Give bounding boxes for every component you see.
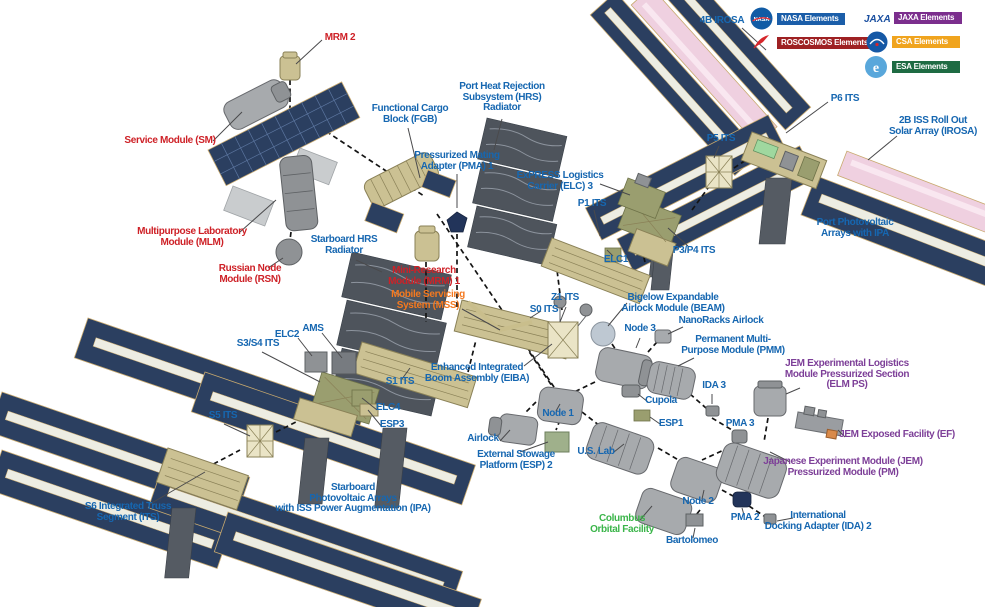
node1-module (536, 386, 584, 426)
esp3-hardware (359, 403, 379, 417)
node3-module (595, 347, 653, 390)
csa-logo-icon (866, 31, 888, 53)
legend-item-roscosmos: ROSCOSMOS Elements (750, 31, 873, 54)
legend-item-jaxa: JAXA JAXA Elements (862, 11, 962, 25)
ida3-module (705, 405, 720, 417)
svg-text:e: e (873, 61, 879, 76)
port-2b-solar-arrays (800, 150, 985, 308)
service-module (223, 79, 292, 130)
z1-truss (547, 295, 593, 359)
fgb-arrays (364, 169, 457, 234)
agency-legend: NASA NASA Elements ROSCOSMOS Elements JA… (0, 0, 985, 90)
legend-box-csa: CSA Elements (892, 36, 960, 48)
esp2-hardware (544, 431, 570, 453)
nasa-logo-icon: NASA (750, 7, 773, 30)
jaxa-logo-icon: JAXA (862, 11, 890, 25)
p5-truss (705, 155, 733, 189)
beam-module (590, 321, 616, 347)
fgb-module (363, 152, 439, 208)
mrm2-module (279, 51, 301, 81)
esa-logo-icon: e (864, 55, 888, 79)
pmm-module (646, 361, 696, 400)
s3s4-girder (292, 397, 359, 438)
legend-box-nasa: NASA Elements (777, 12, 845, 25)
svg-text:JAXA: JAXA (864, 14, 890, 25)
ams-hardware (331, 351, 357, 375)
jem-ef-platform (794, 405, 844, 440)
bartolomeo-platform (685, 513, 704, 527)
roscosmos-logo-icon (750, 31, 773, 54)
us-lab-module (585, 422, 655, 475)
jem-pm-module (715, 442, 787, 499)
port-4b-solar-arrays (589, 0, 812, 177)
legend-item-csa: CSA Elements (866, 31, 960, 53)
nanoracks-module (654, 329, 672, 344)
starboard-solar-arrays (0, 317, 482, 607)
legend-box-roscosmos: ROSCOSMOS Elements (777, 36, 873, 49)
p6-truss (740, 131, 828, 190)
mrm1-module (414, 225, 440, 262)
pma3-module (731, 429, 748, 444)
airlock-module (487, 413, 539, 446)
label-leader-lines (149, 27, 898, 539)
elc2-hardware (304, 351, 328, 373)
legend-item-esa: e ESA Elements (864, 55, 960, 79)
cupola-module (621, 384, 641, 398)
node2-module (670, 456, 724, 503)
svg-text:NASA: NASA (754, 17, 770, 23)
s6-truss (155, 447, 250, 511)
jem-elm-ps-module (753, 380, 787, 417)
service-module-arrays (207, 81, 361, 187)
rsn-module (275, 238, 303, 266)
s5-truss (246, 424, 274, 458)
port-hrs-radiator (467, 117, 568, 266)
legend-box-esa: ESA Elements (892, 61, 960, 73)
legend-item-nasa: NASA NASA Elements (750, 7, 845, 30)
pma1-module (446, 211, 468, 233)
ida2-module (763, 513, 777, 525)
p1-truss (540, 237, 651, 305)
esp1-hardware (633, 409, 651, 422)
elc3-hardware (617, 172, 666, 219)
pma2-module (732, 491, 752, 508)
legend-box-jaxa: JAXA Elements (894, 12, 962, 24)
s1-truss (352, 341, 478, 409)
mlm-module (279, 154, 319, 232)
